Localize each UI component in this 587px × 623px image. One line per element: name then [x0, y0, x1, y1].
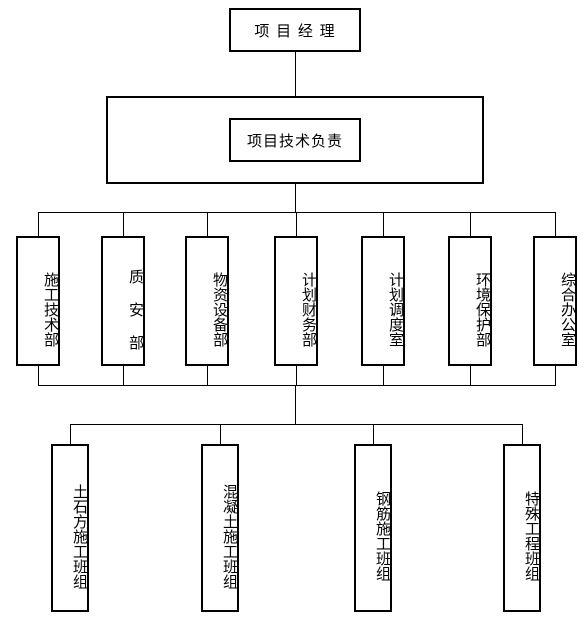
department-rise-1 — [38, 366, 39, 385]
department-drop-4 — [296, 212, 297, 236]
connector-manager-to-outer — [295, 52, 296, 96]
department-rise-2 — [123, 366, 124, 385]
team-drop-4 — [522, 424, 523, 444]
team-bus — [70, 424, 523, 425]
department-rise-3 — [207, 366, 208, 385]
department-drop-1 — [38, 212, 39, 236]
department-rise-4 — [296, 366, 297, 385]
department-rise-7 — [555, 366, 556, 385]
department-drop-2 — [123, 212, 124, 236]
team-box-1: 土石方施工班组 — [51, 444, 89, 612]
technical-lead-box: 项目技术负责 — [229, 118, 361, 162]
connector-departments-to-teams — [295, 385, 296, 424]
department-top-bus — [38, 212, 556, 213]
team-drop-2 — [220, 424, 221, 444]
department-drop-3 — [207, 212, 208, 236]
department-box-2: 质 安 部 — [101, 236, 145, 366]
department-rise-5 — [383, 366, 384, 385]
department-rise-6 — [470, 366, 471, 385]
department-box-6: 环境保护部 — [448, 236, 492, 366]
department-box-1: 施工技术部 — [16, 236, 60, 366]
department-box-5: 计划调度室 — [361, 236, 405, 366]
department-drop-7 — [555, 212, 556, 236]
department-box-7: 综合办公室 — [533, 236, 577, 366]
department-bottom-bus — [38, 385, 556, 386]
department-box-4: 计划财务部 — [274, 236, 318, 366]
project-manager-box: 项 目 经 理 — [229, 8, 361, 52]
team-drop-1 — [70, 424, 71, 444]
team-box-3: 钢筋施工班组 — [354, 444, 392, 612]
team-box-2: 混凝土施工班组 — [201, 444, 239, 612]
department-drop-5 — [383, 212, 384, 236]
department-box-3: 物资设备部 — [185, 236, 229, 366]
team-drop-3 — [373, 424, 374, 444]
team-box-4: 特殊工程班组 — [503, 444, 541, 612]
department-drop-6 — [470, 212, 471, 236]
connector-frame-to-bus — [295, 184, 296, 212]
